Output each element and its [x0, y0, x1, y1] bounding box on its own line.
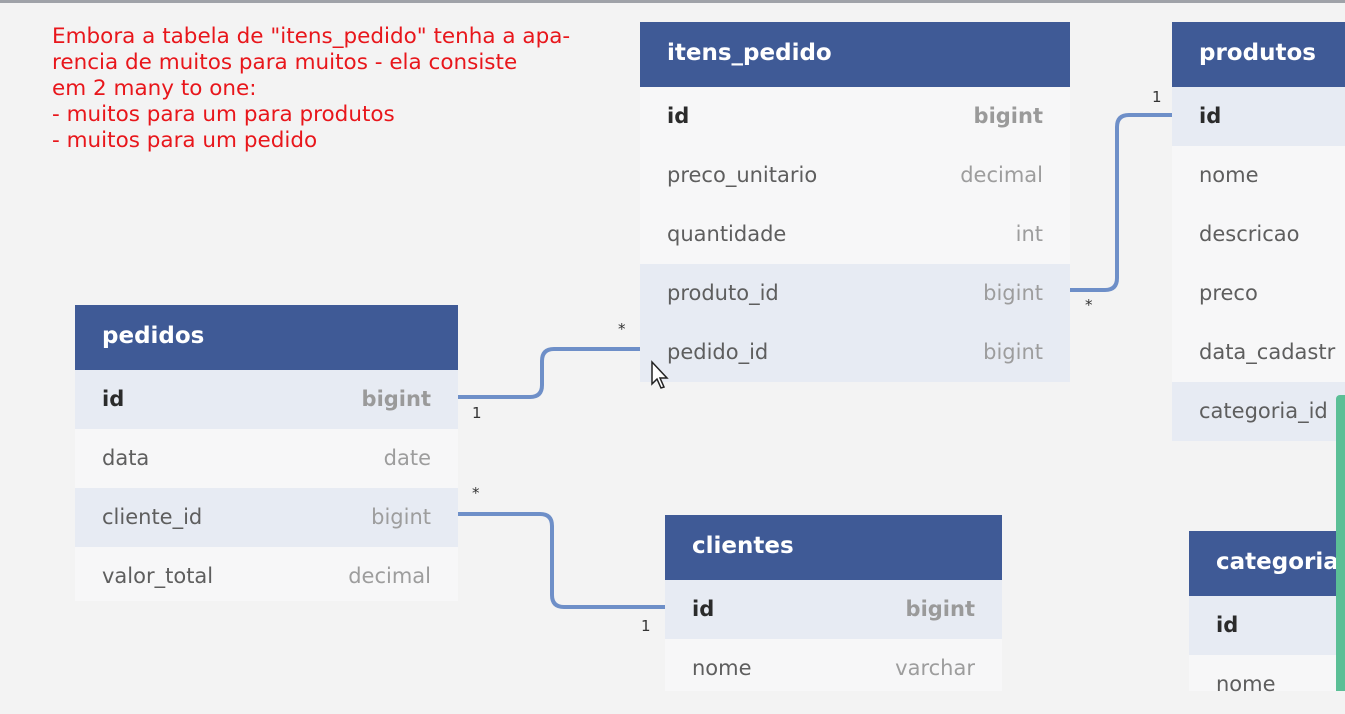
table-categoria[interactable]: categoria id nome: [1189, 531, 1345, 696]
column-type: varchar: [895, 656, 975, 680]
column-row[interactable]: id bigint: [75, 370, 458, 429]
cardinality-label: 1: [641, 617, 651, 635]
column-row[interactable]: id bigint: [665, 580, 1002, 639]
column-name: nome: [692, 656, 752, 680]
column-name: id: [102, 387, 125, 411]
column-row[interactable]: data_cadastr: [1172, 323, 1345, 382]
table-itens-pedido[interactable]: itens_pedido id bigint preco_unitario de…: [640, 22, 1070, 382]
annotation-note: Embora a tabela de "itens_pedido" tenha …: [52, 24, 642, 154]
column-row[interactable]: nome: [1172, 146, 1345, 205]
column-type: decimal: [960, 163, 1043, 187]
link-pedido: [458, 347, 640, 399]
column-name: categoria_id: [1199, 399, 1328, 423]
cardinality-label: *: [618, 320, 626, 338]
column-row[interactable]: data date: [75, 429, 458, 488]
table-produtos[interactable]: produtos id nome descricao preco data_ca…: [1172, 22, 1345, 441]
column-type: decimal: [348, 564, 431, 588]
column-name: pedido_id: [667, 340, 769, 364]
column-name: quantidade: [667, 222, 787, 246]
relationship-links: [458, 113, 1172, 609]
column-name: data: [102, 446, 150, 470]
column-name: nome: [1199, 163, 1259, 187]
column-name: descricao: [1199, 222, 1300, 246]
cardinality-label: *: [1085, 296, 1093, 314]
table-title: pedidos: [75, 305, 458, 370]
column-type: bigint: [983, 340, 1043, 364]
top-border: [0, 0, 1345, 3]
column-type: bigint: [905, 597, 975, 621]
column-type: int: [1015, 222, 1043, 246]
column-row[interactable]: id: [1172, 87, 1345, 146]
column-name: data_cadastr: [1199, 340, 1336, 364]
cardinality-label: *: [472, 484, 480, 502]
column-name: preco: [1199, 281, 1258, 305]
relationship-accent-bar: [1336, 395, 1345, 691]
column-row[interactable]: pedido_id bigint: [640, 323, 1070, 382]
column-name: nome: [1216, 672, 1276, 696]
mouse-cursor-icon: [651, 360, 669, 389]
column-name: valor_total: [102, 564, 214, 588]
cardinality-label: 1: [472, 404, 482, 422]
column-name: preco_unitario: [667, 163, 818, 187]
column-name: id: [667, 104, 690, 128]
table-title: itens_pedido: [640, 22, 1070, 87]
note-line: - muitos para um pedido: [52, 128, 318, 153]
column-row[interactable]: categoria_id: [1172, 382, 1345, 441]
column-type: bigint: [983, 281, 1043, 305]
note-line: Embora a tabela de "itens_pedido" tenha …: [52, 24, 571, 49]
column-row[interactable]: preco: [1172, 264, 1345, 323]
link-cliente: [458, 512, 665, 609]
column-row[interactable]: cliente_id bigint: [75, 488, 458, 547]
column-row[interactable]: id: [1189, 596, 1345, 655]
column-name: id: [1199, 104, 1222, 128]
table-pedidos[interactable]: pedidos id bigint data date cliente_id b…: [75, 305, 458, 601]
column-row[interactable]: id bigint: [640, 87, 1070, 146]
column-type: bigint: [371, 505, 431, 529]
note-line: em 2 many to one:: [52, 76, 257, 101]
table-title: categoria: [1189, 531, 1345, 596]
column-row[interactable]: descricao: [1172, 205, 1345, 264]
column-name: id: [1216, 613, 1239, 637]
column-row[interactable]: nome: [1189, 655, 1345, 714]
column-row[interactable]: quantidade int: [640, 205, 1070, 264]
column-type: bigint: [973, 104, 1043, 128]
column-row[interactable]: valor_total decimal: [75, 547, 458, 606]
link-produto: [1070, 113, 1172, 292]
column-row[interactable]: nome varchar: [665, 639, 1002, 698]
column-name: id: [692, 597, 715, 621]
note-line: rencia de muitos para muitos - ela consi…: [52, 50, 518, 75]
table-clientes[interactable]: clientes id bigint nome varchar: [665, 515, 1002, 691]
column-type: bigint: [361, 387, 431, 411]
column-row[interactable]: produto_id bigint: [640, 264, 1070, 323]
cardinality-label: 1: [1152, 88, 1162, 106]
column-type: date: [383, 446, 431, 470]
column-name: cliente_id: [102, 505, 203, 529]
table-title: clientes: [665, 515, 1002, 580]
column-row[interactable]: preco_unitario decimal: [640, 146, 1070, 205]
note-line: - muitos para um para produtos: [52, 102, 395, 127]
column-name: produto_id: [667, 281, 779, 305]
table-title: produtos: [1172, 22, 1345, 87]
